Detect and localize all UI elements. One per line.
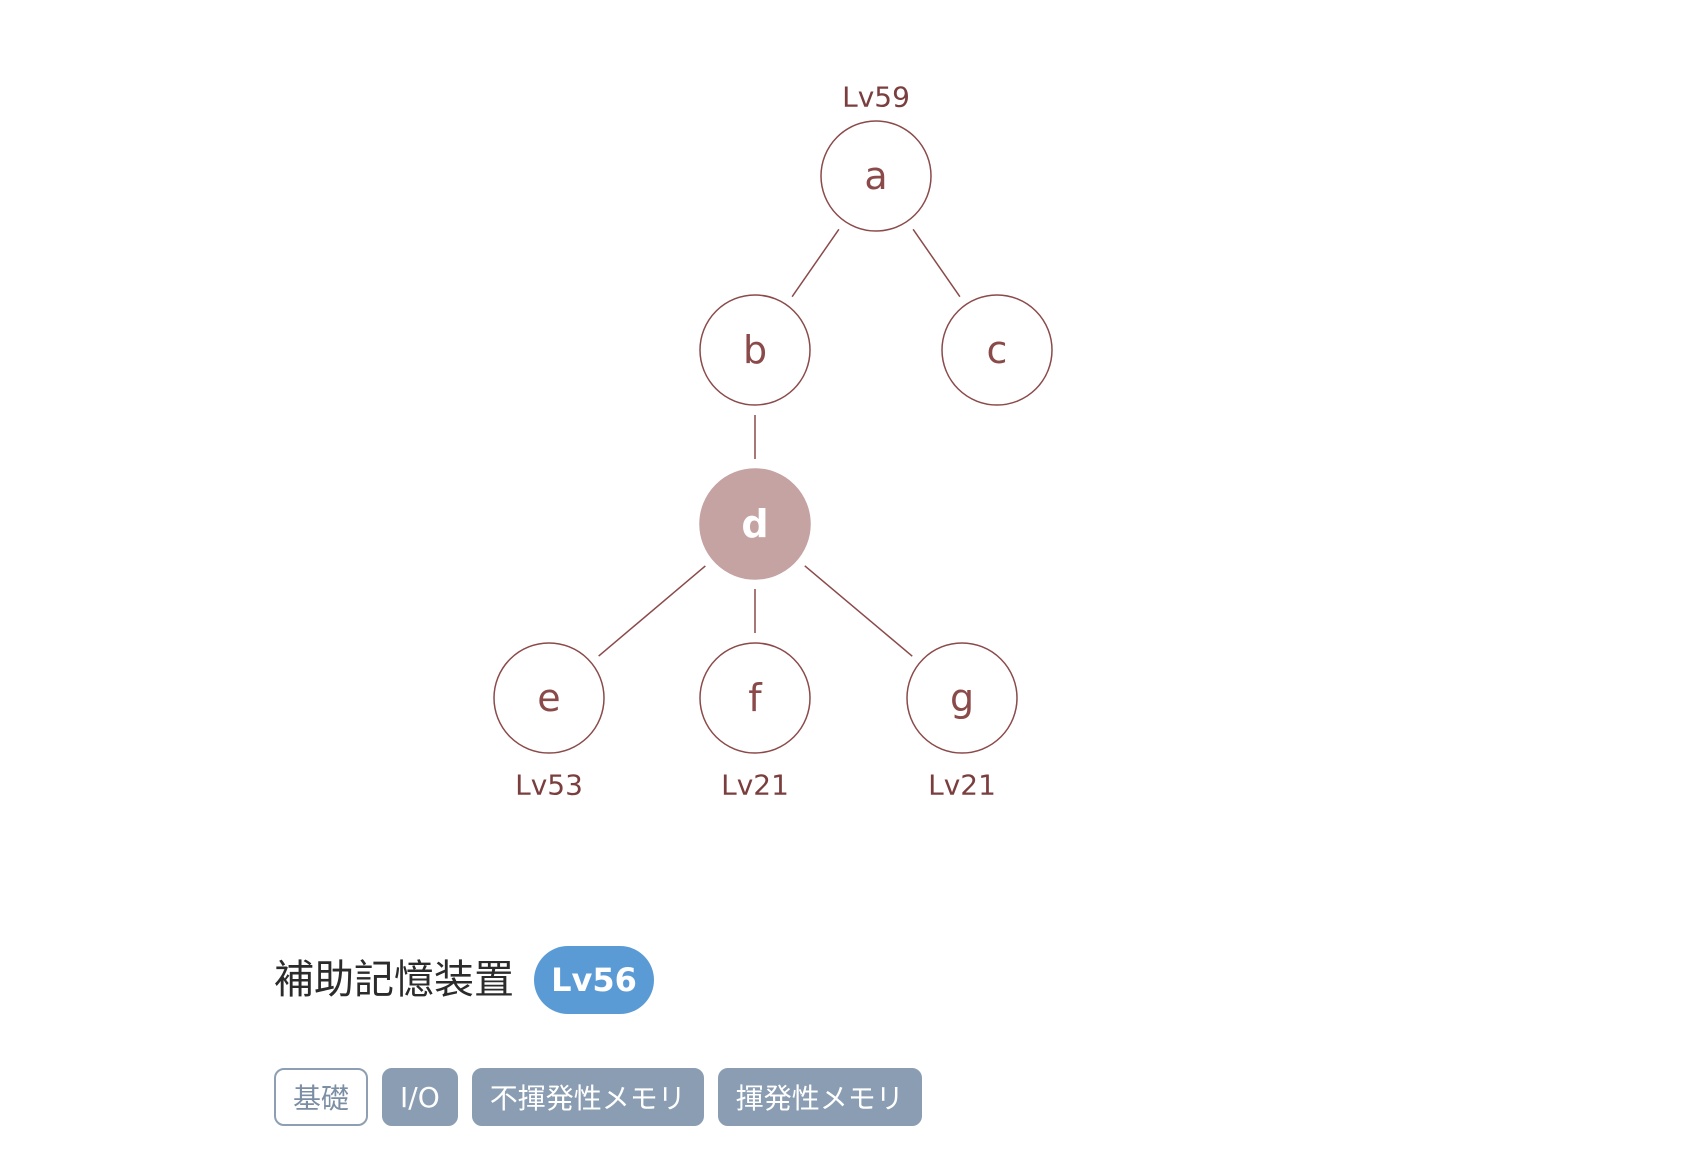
- tag-volatile-memory[interactable]: 揮発性メモリ: [717, 1068, 922, 1126]
- edge-a-b: [791, 228, 840, 298]
- node-circle-e[interactable]: [493, 642, 605, 754]
- tag-basics[interactable]: 基礎: [274, 1068, 368, 1126]
- tree-node-b[interactable]: b: [699, 294, 811, 406]
- node-label-f: f: [748, 676, 763, 720]
- level-badge[interactable]: Lv56: [534, 946, 654, 1014]
- tree-node-c[interactable]: c: [941, 294, 1053, 406]
- node-label-b: b: [743, 328, 767, 372]
- node-circle-d[interactable]: [699, 468, 811, 580]
- tag-non-volatile-memory[interactable]: 不揮発性メモリ: [471, 1068, 704, 1126]
- node-label-e: e: [537, 676, 560, 720]
- tree-node-d[interactable]: d: [699, 468, 811, 580]
- node-label-d: d: [741, 502, 768, 546]
- node-label-g: g: [950, 676, 974, 720]
- node-circle-g[interactable]: [906, 642, 1018, 754]
- edge-d-e: [598, 565, 706, 657]
- node-circle-b[interactable]: [699, 294, 811, 406]
- edge-d-g: [804, 565, 913, 657]
- skill-title: 補助記憶装置: [274, 957, 514, 1003]
- node-circle-c[interactable]: [941, 294, 1053, 406]
- detail-header: 補助記憶装置 Lv56: [274, 946, 654, 1014]
- node-circle-f[interactable]: [699, 642, 811, 754]
- node-label-a: a: [864, 154, 887, 198]
- node-circle-a[interactable]: [820, 120, 932, 232]
- node-level-a: Lv59: [842, 81, 910, 114]
- node-level-f: Lv21: [721, 769, 789, 802]
- edge-a-c: [912, 228, 961, 298]
- tag-list: 基礎 I/O 不揮発性メモリ 揮発性メモリ: [274, 1068, 922, 1126]
- tag-io[interactable]: I/O: [382, 1068, 458, 1126]
- node-level-g: Lv21: [928, 769, 996, 802]
- tree-node-a[interactable]: a Lv59: [820, 81, 932, 232]
- node-level-e: Lv53: [515, 769, 583, 802]
- node-label-c: c: [987, 328, 1008, 372]
